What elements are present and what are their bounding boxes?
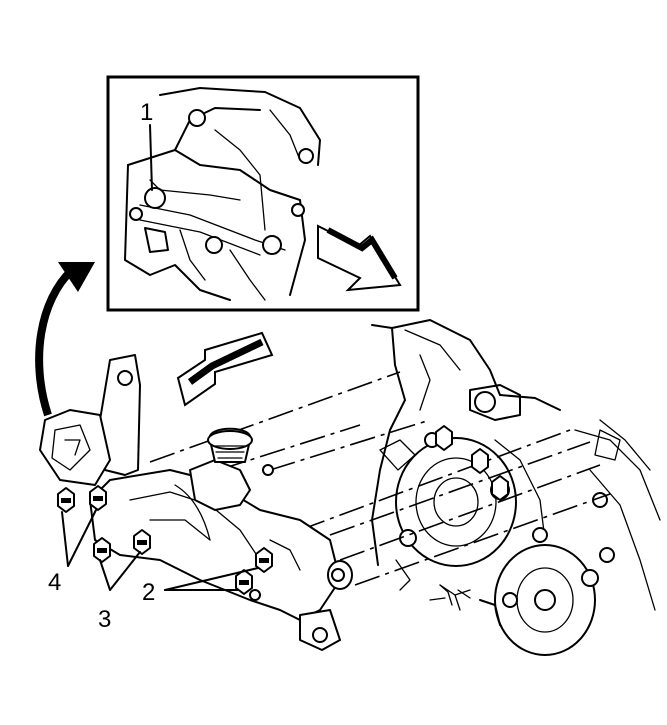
callout-4: 4 xyxy=(48,569,61,596)
bolt-rear-2-icon xyxy=(471,448,489,474)
engine-block xyxy=(371,319,661,656)
bolt-rear-icon xyxy=(491,475,509,501)
curved-arrow-icon xyxy=(35,262,95,417)
bolt-3a-icon xyxy=(93,537,111,563)
bolt-3b-icon xyxy=(133,529,151,555)
inset-engine-detail xyxy=(124,87,321,301)
accessory-bracket xyxy=(39,354,353,651)
callout-1: 1 xyxy=(140,99,153,126)
inset-direction-arrow-icon xyxy=(317,224,402,292)
alignment-lines xyxy=(139,371,611,586)
bolt-4a-icon xyxy=(57,487,75,513)
bolt-2a-icon xyxy=(255,547,273,573)
callout-2: 2 xyxy=(142,579,155,606)
bolt-rear-3-icon xyxy=(435,425,453,451)
bolt-4b-icon xyxy=(89,485,107,511)
main-direction-arrow-icon xyxy=(176,331,274,407)
loose-hardware xyxy=(429,584,471,606)
callout-1-leader xyxy=(149,124,153,191)
bolt-2b-icon xyxy=(235,569,253,595)
callout-leaders xyxy=(61,509,259,591)
callout-3: 3 xyxy=(98,606,111,633)
detail-inset: 1 xyxy=(106,75,420,312)
